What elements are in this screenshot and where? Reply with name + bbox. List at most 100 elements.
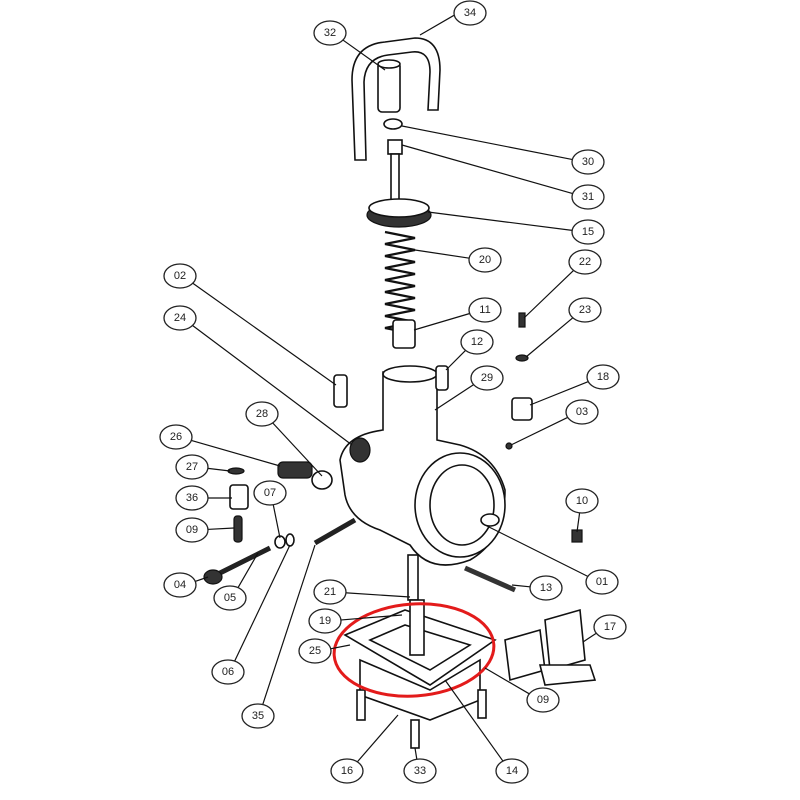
callout-number: 07 [264,487,276,499]
callout: 31 [401,144,605,210]
plug-12-part [435,365,449,391]
callout-number: 21 [324,586,336,598]
leader-line [401,144,574,195]
callout-number: 09 [537,694,549,706]
leader-line [413,312,471,331]
bolt-33-part [410,719,420,749]
callout-bubble [470,365,504,391]
leader-line [191,282,337,386]
spring-part [384,230,416,336]
leader-line [262,544,316,705]
callout-number: 05 [224,592,236,604]
callout-number: 04 [174,579,186,591]
screw-35-part [313,517,357,546]
callout-number: 11 [479,304,490,316]
leader-line [190,439,281,467]
callout-number: 15 [582,226,594,238]
cap-18-part [511,397,533,421]
callout-bubble [313,20,347,46]
bolt-16-part [356,689,366,721]
callout: 34 [419,0,487,36]
callout: 09 [484,667,560,713]
parts-drawing [203,37,597,749]
washer-part [383,118,403,130]
callout-bubble [308,608,342,634]
leader-line [329,644,351,650]
ball-03-part [505,442,513,450]
callout-number: 10 [576,495,588,507]
leader-line [419,13,458,36]
callout-bubble [585,569,619,595]
callout-number: 22 [579,256,591,268]
leader-line [339,614,403,621]
leader-line [525,317,574,358]
callout: 23 [525,297,602,358]
callout-number: 03 [576,406,588,418]
leader-line [484,524,589,578]
callout-bubble [313,579,347,605]
callout-bubble [330,758,364,784]
callout-bubble [163,305,197,331]
leader-line [272,504,281,539]
callout-bubble [586,364,620,390]
callout: 25 [298,638,351,664]
callout-number: 01 [596,576,608,588]
float-17-part [504,628,546,682]
callout: 30 [401,125,605,175]
leader-line [206,527,235,531]
callout-bubble [568,297,602,323]
pin-09-part [233,515,243,543]
callout: 03 [510,399,599,446]
callout: 36 [175,485,232,511]
callout-bubble [468,247,502,273]
callout: 18 [529,364,620,406]
callout-number: 24 [174,312,186,324]
leader-line [237,552,259,589]
leader-line [401,125,574,161]
callout: 07 [253,480,287,539]
callout-number: 32 [324,27,336,39]
leader-line [356,714,399,763]
washer-06-part [285,533,295,547]
callout: 32 [313,20,386,71]
callout-bubble [175,517,209,543]
callout-number: 14 [506,765,518,777]
leader-line [444,679,504,762]
callout-number: 18 [597,371,609,383]
callout-bubble [593,614,627,640]
cable-guide-part [351,37,441,161]
callout-bubble [495,758,529,784]
callout-number: 28 [256,408,268,420]
leader-line [206,467,231,472]
callout: 22 [523,249,602,319]
callout-bubble [159,424,193,450]
idle-screw-04-part [210,545,272,580]
callout: 17 [582,614,627,643]
callout-bubble [253,480,287,506]
seal-28-part [311,470,333,490]
callout-number: 09 [186,524,198,536]
leader-line [511,584,532,588]
callout: 20 [414,247,502,273]
callout: 04 [163,572,209,598]
callout: 35 [241,544,316,729]
callout: 13 [511,575,563,601]
callout-number: 31 [582,191,594,203]
fitting-36-part [229,484,249,510]
callout-number: 06 [222,666,234,678]
callout-bubble [571,219,605,245]
callout: 16 [330,714,399,784]
leader-line [445,349,467,371]
callout-number: 17 [604,621,616,633]
cap-part [377,61,401,113]
callout: 29 [434,365,504,411]
callout-number: 23 [579,304,591,316]
leader-line [510,416,569,446]
leader-line [344,592,411,598]
callout: 33 [403,747,437,784]
leader-line [529,380,590,406]
leader-line [484,667,531,695]
callout-number: 12 [471,336,483,348]
callout-bubble [565,399,599,425]
